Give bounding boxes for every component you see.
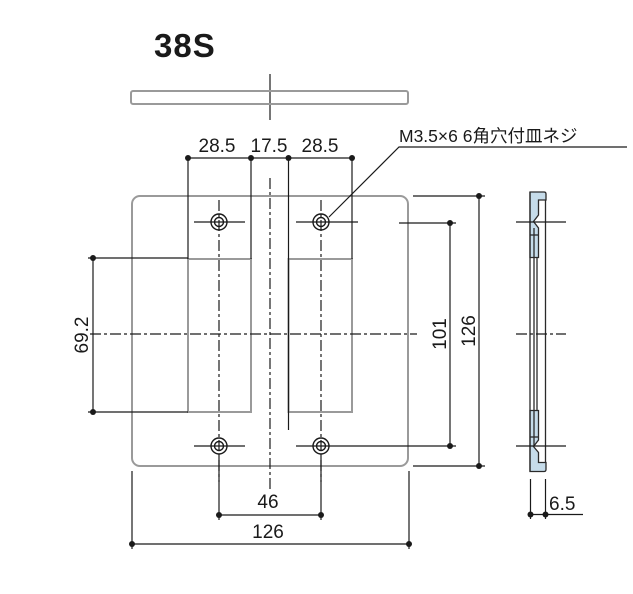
- right-opening: [287, 258, 353, 413]
- dim-value-17-5: 17.5: [251, 136, 288, 157]
- dim-screw-pitch-vertical: 101: [358, 220, 456, 449]
- top-view-bar: [130, 90, 409, 105]
- section-fill-top: [529, 191, 547, 259]
- screw-note-leader: M3.5×6 6角穴付皿ネジ: [328, 126, 627, 218]
- screw-hole: [312, 213, 330, 231]
- dim-opening-height: 69.2: [72, 255, 188, 415]
- top-view: [130, 74, 409, 120]
- section-fill-bottom: [529, 409, 547, 473]
- dim-screw-pitch-horizontal: 46: [216, 457, 324, 520]
- dim-value-46: 46: [257, 492, 278, 513]
- page-title: 38S: [154, 27, 216, 64]
- side-view: [516, 191, 566, 473]
- dim-value-28-5-left: 28.5: [199, 136, 236, 157]
- front-view: [90, 178, 417, 490]
- dim-top-openings: 28.5 17.5 28.5: [185, 136, 355, 430]
- dim-plate-width: 126: [129, 471, 412, 549]
- dim-value-126-width: 126: [252, 522, 284, 543]
- dim-edge-thickness: 6.5: [527, 479, 583, 519]
- dim-value-28-5-right: 28.5: [302, 136, 339, 157]
- screw-hole: [210, 437, 228, 455]
- dim-value-126-height: 126: [459, 315, 480, 347]
- dim-plate-height: 126: [413, 193, 485, 469]
- screw-hole: [312, 437, 330, 455]
- screw-note: M3.5×6 6角穴付皿ネジ: [399, 126, 577, 146]
- left-opening: [187, 258, 252, 413]
- leader-line: [328, 146, 627, 218]
- dim-value-69-2: 69.2: [72, 317, 93, 354]
- dim-value-6-5: 6.5: [549, 494, 575, 515]
- dim-value-101: 101: [430, 318, 451, 350]
- screw-hole: [210, 213, 228, 231]
